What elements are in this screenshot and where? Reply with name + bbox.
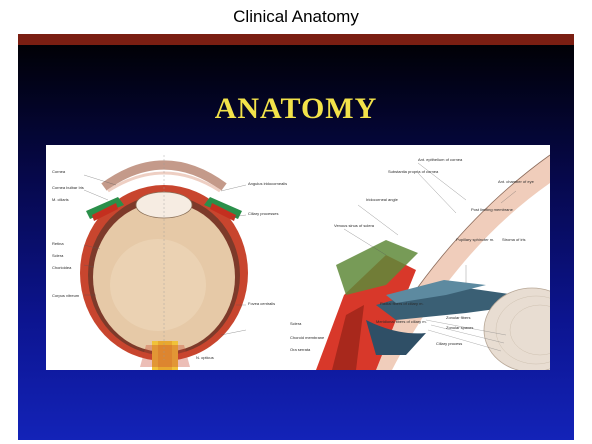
fig-label: Fovea centralis [248, 301, 275, 306]
eyeball-cross-section: Cornea Cornea bulbar Iris M. ciliaris An… [52, 155, 287, 370]
fig-label: Ciliary process [436, 341, 462, 346]
fig-label: Ora serrata [290, 347, 311, 352]
fig-label: Substantia propria of cornea [388, 169, 439, 174]
fig-label: Venous sinus of sclera [334, 223, 375, 228]
fig-label: Ciliary processes [248, 211, 278, 216]
fig-label: Ant. chamber of eye [498, 179, 535, 184]
fig-label: Corpus vitreum [52, 293, 80, 298]
fig-label: Retina [52, 241, 64, 246]
fig-label: Radial fibers of ciliary m. [380, 301, 424, 306]
title-bar-accent [18, 34, 574, 45]
header-title: Clinical Anatomy [0, 0, 592, 34]
iridocorneal-angle-detail: Ant. epithelium of cornea Substantia pro… [290, 155, 550, 370]
fig-label: Chorioidea [52, 265, 72, 270]
fig-label: Stroma of iris [502, 237, 526, 242]
fig-label: Post limiting membrane [471, 207, 514, 212]
fig-label: Ant. epithelium of cornea [418, 157, 463, 162]
anatomy-figure: Cornea Cornea bulbar Iris M. ciliaris An… [46, 145, 550, 370]
fig-label: Pupillary sphincter m. [456, 237, 494, 242]
fig-label: M. ciliaris [52, 197, 69, 202]
fig-label: Meridional fibers of ciliary m. [376, 319, 427, 324]
fig-label: Sclera [290, 321, 302, 326]
slide: ANATOMY [18, 34, 574, 440]
fig-label: N. opticus [196, 355, 214, 360]
fig-label: Zonular fibers [446, 315, 470, 320]
fig-label: Cornea bulbar Iris [52, 185, 84, 190]
fig-label: Sclera [52, 253, 64, 258]
eye-illustration: Cornea Cornea bulbar Iris M. ciliaris An… [46, 145, 550, 370]
fig-label: Angulus iridocornealis [248, 181, 287, 186]
fig-label: Zonular spaces [446, 325, 473, 330]
fig-label: Iridocorneal angle [366, 197, 399, 202]
slide-title: ANATOMY [18, 92, 574, 126]
fig-label: Cornea [52, 169, 66, 174]
fig-label: Choroid membrane [290, 335, 325, 340]
